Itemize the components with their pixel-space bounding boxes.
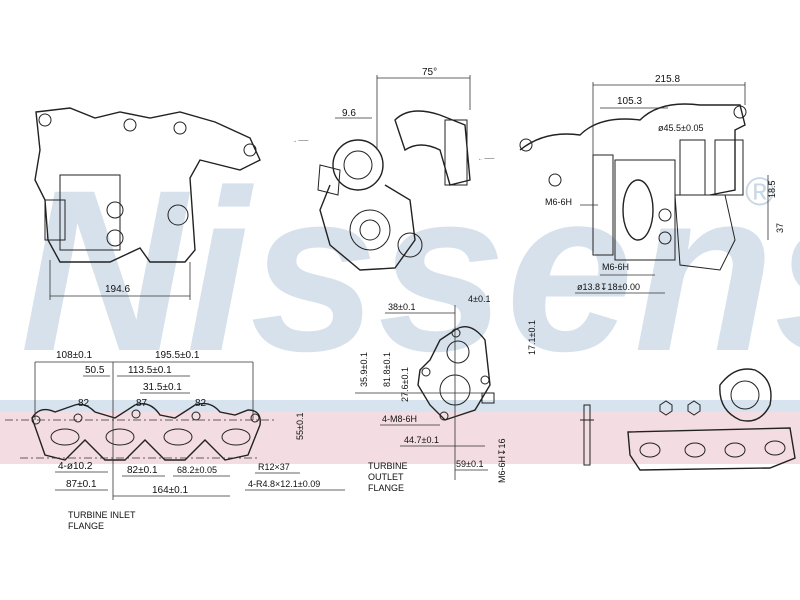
inlet-angle-a1: 82 [78,398,90,409]
outlet-threads: 4-M8-6H [382,414,417,424]
inlet-caption-line2: FLANGE [68,521,104,531]
inlet-dim-d1: 108±0.1 [56,350,93,361]
dim-right-overall: 215.8 [655,74,680,85]
inlet-flange-drawing: 108±0.1 195.5±0.1 50.5 113.5±0.1 31.5±0.… [5,350,345,531]
center-view-turbo: 75° 9.6 → —— ← —— [292,67,494,271]
dim-right-offset: 105.3 [617,96,642,107]
outlet-flange-drawing: 38±0.1 4±0.1 17.1±0.1 35.9±0.1 81.8±0.1 … [355,294,537,493]
inlet-dim-d7: 68.2±0.05 [177,465,217,475]
left-view-turbo: 194.6 [34,107,261,300]
inlet-dim-d4: 113.5±0.1 [128,365,172,376]
inlet-dim-d2: 195.5±0.1 [155,350,200,361]
dim-right-bore: ø13.8↧18±0.00 [577,282,640,292]
inlet-angle-a3: 82 [195,398,207,409]
outlet-dim-d5: 81.8±0.1 [382,352,392,387]
inlet-dim-d5: 31.5±0.1 [143,382,182,393]
inlet-caption-line1: TURBINE INLET [68,510,136,520]
inlet-angle-a2: 87 [136,398,148,409]
outlet-dim-d8: 59±0.1 [456,459,483,469]
band-blue [0,400,800,412]
inlet-radius-r2: 4-R4.8×12.1±0.09 [248,479,320,489]
dim-center-angle: 75° [422,67,437,78]
dim-right-height-1: 18.5 [767,180,777,198]
inlet-holes: 4-ø10.2 [58,461,93,472]
outlet-dim-d7: 44.7±0.1 [404,435,439,445]
outlet-thread-side: M6-6H↧16 [497,438,507,483]
svg-text:← ——: ← —— [478,156,494,162]
inlet-dim-d9: 164±0.1 [152,485,189,496]
svg-text:→ ——: → —— [292,138,308,144]
band-pink [0,412,800,464]
stud-bolt [583,404,591,466]
dim-center-offset: 9.6 [342,108,356,119]
inlet-dim-d8: 87±0.1 [66,479,97,490]
outlet-dim-d6: 27.6±0.1 [400,367,410,402]
inlet-dim-d3: 50.5 [85,365,105,376]
outlet-caption-line2: OUTLET [368,472,404,482]
inlet-radius-r1: R12×37 [258,462,290,472]
dim-right-height-2: 37 [775,223,785,233]
registered-mark: ® [745,170,774,214]
watermark-logo: Nissens [20,142,800,399]
dim-left-width: 194.6 [105,284,130,295]
outlet-caption-line1: TURBINE [368,461,408,471]
right-view-turbo: 215.8 105.3 ø45.5±0.05 18.5 37 M6-6H M6-… [519,74,785,294]
dim-right-diameter: ø45.5±0.05 [658,123,703,133]
parts-kit [580,368,796,471]
outlet-dim-d2: 4±0.1 [468,294,490,304]
outlet-dim-d4: 35.9±0.1 [359,352,369,387]
thread-right-1: M6-6H [545,197,572,207]
outlet-dim-d1: 38±0.1 [388,302,415,312]
outlet-dim-d3: 17.1±0.1 [527,320,537,355]
thread-right-2: M6-6H [602,262,629,272]
inlet-dim-d6: 82±0.1 [127,465,158,476]
inlet-dim-h1: 55±0.1 [295,413,305,440]
outlet-caption-line3: FLANGE [368,483,404,493]
